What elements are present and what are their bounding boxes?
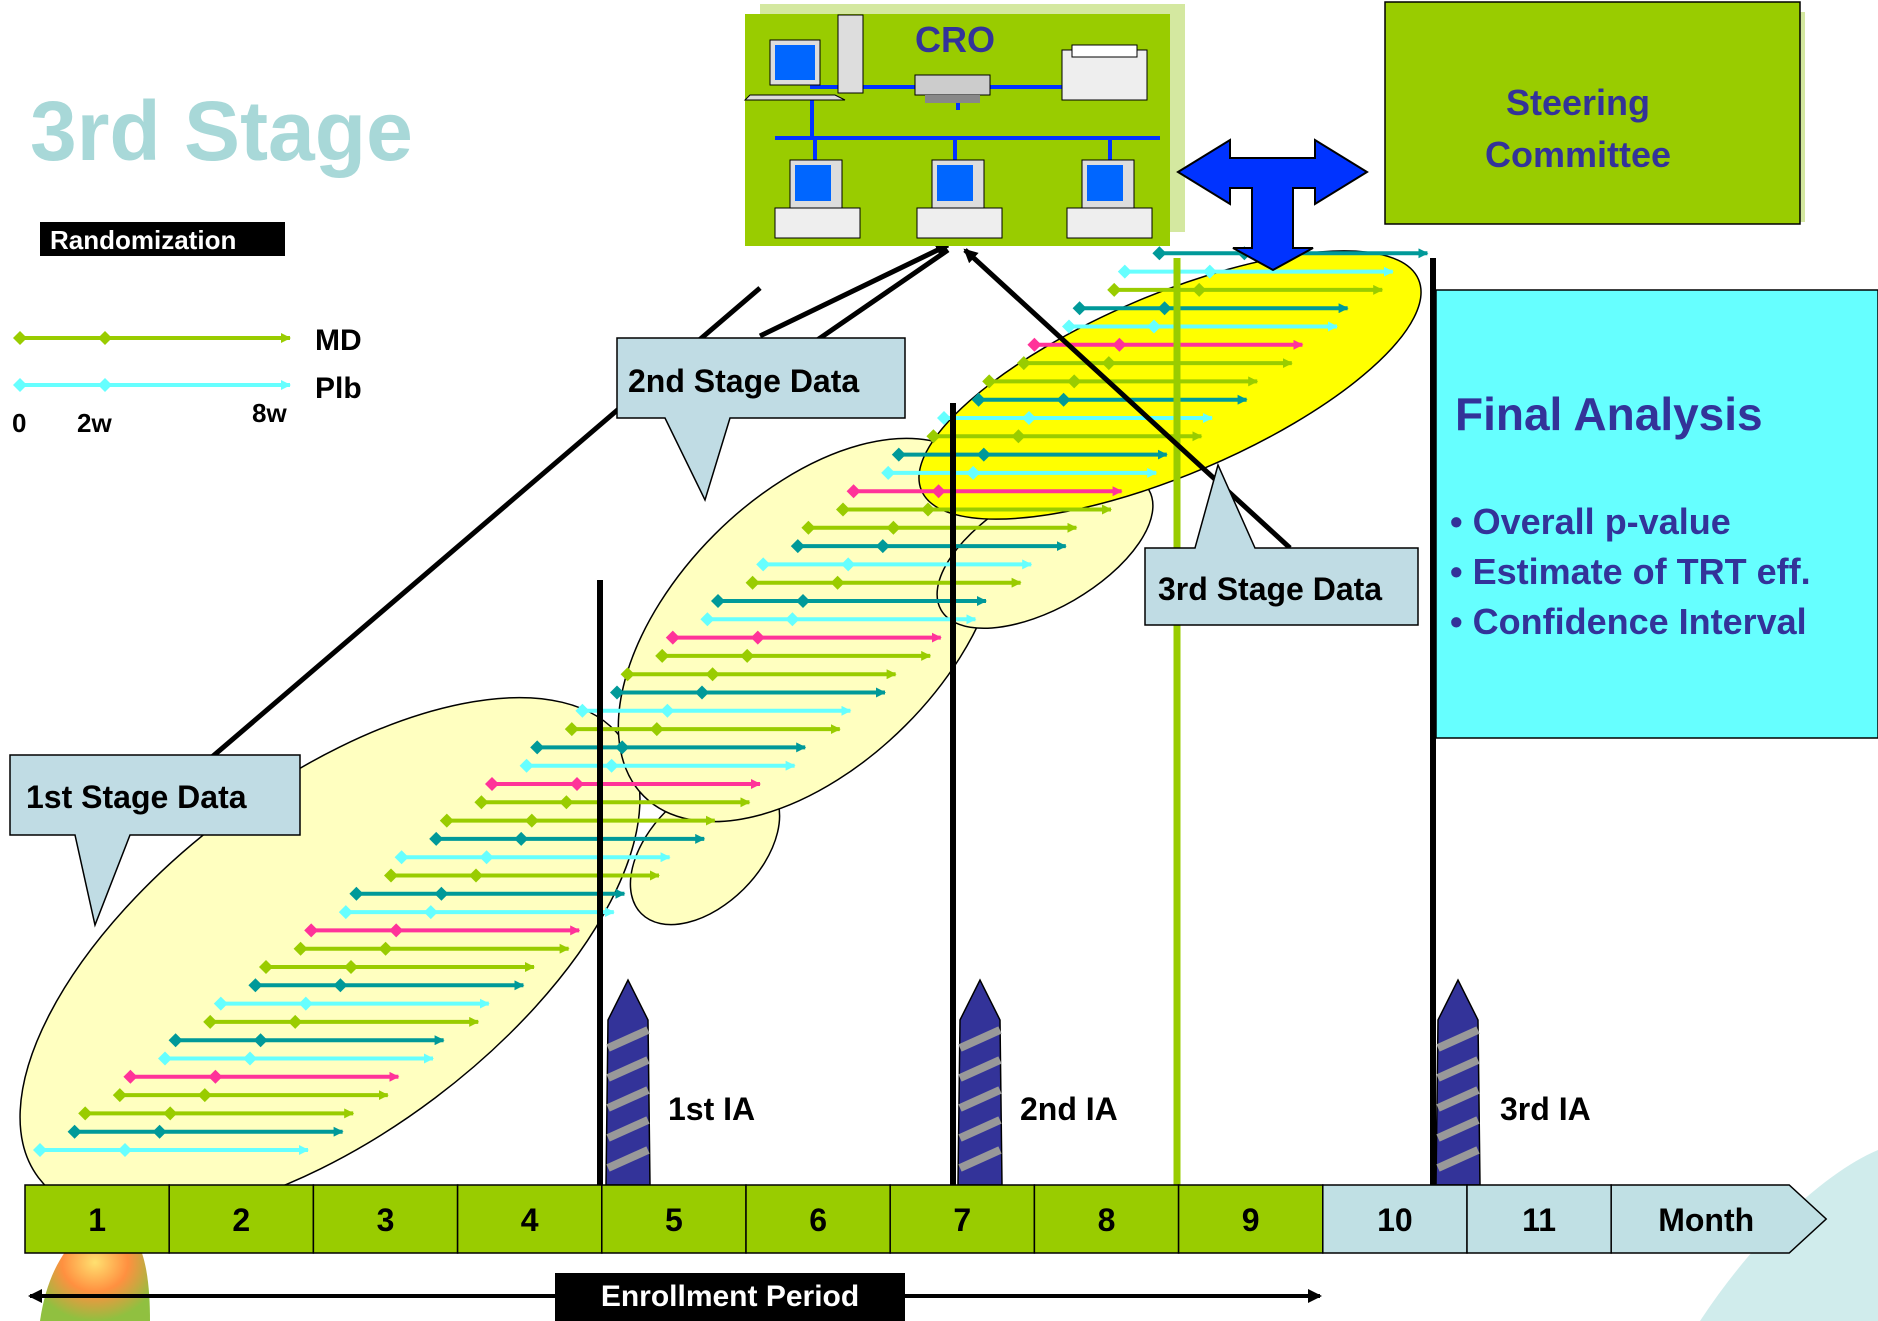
stage2-to-cro-line-a [760,245,948,336]
steering-label-line1: Steering [1506,82,1650,123]
stage2-to-cro-line-b [810,250,948,345]
stage3-data-label: 3rd Stage Data [1158,571,1382,607]
stage1-data-label: 1st Stage Data [26,779,247,815]
randomization-label: Randomization [50,225,236,255]
month-label: 10 [1377,1202,1413,1238]
legend-plb-label: Plb [315,372,362,405]
ia3-screw-icon [1436,980,1480,1185]
visit-marker [1107,283,1121,297]
visit-marker [1027,338,1041,352]
month-unit-label: Month [1658,1202,1754,1238]
steering-committee-box: Steering Committee [1385,2,1805,224]
month-label: 1 [88,1202,106,1238]
cro-box: CRO [745,4,1185,246]
page-title: 3rd Stage [30,84,413,178]
final-bullet-2: • Estimate of TRT eff. [1450,551,1811,592]
month-label: 9 [1242,1202,1260,1238]
ia2-label: 2nd IA [1020,1091,1118,1127]
legend-t0: 0 [12,408,26,438]
ia1-screw-icon [606,980,650,1185]
cro-label: CRO [915,19,995,60]
visit-marker [1118,265,1132,279]
legend-t8: 8w [252,398,287,428]
final-bullet-1: • Overall p-value [1450,501,1731,542]
ia1-label: 1st IA [668,1091,755,1127]
ia3-label: 3rd IA [1500,1091,1591,1127]
legend-t2: 2w [77,408,112,438]
legend-plb-arrow [13,378,290,392]
ia2-screw-icon [958,980,1002,1185]
enrollment-period-label: Enrollment Period [601,1280,859,1313]
month-label: 2 [232,1202,250,1238]
stage3-data-callout: 3rd Stage Data [1145,465,1418,625]
month-label: 5 [665,1202,683,1238]
month-timeline: 1 2 3 4 5 6 7 8 9 10 11 Month [25,1185,1826,1253]
visit-marker [1073,301,1087,315]
visit-marker [1152,246,1166,260]
final-analysis-panel: Final Analysis • Overall p-value • Estim… [1436,290,1878,738]
month-label: 6 [809,1202,827,1238]
network-hub-icon [915,75,990,103]
month-label: 8 [1098,1202,1116,1238]
printer-icon [1062,45,1147,100]
legend-md-arrow [13,331,290,345]
month-label: 11 [1522,1202,1556,1238]
month-label: 3 [377,1202,395,1238]
month-label: 7 [953,1202,971,1238]
final-analysis-title: Final Analysis [1455,388,1763,440]
legend-md-label: MD [315,324,362,357]
final-bullet-3: • Confidence Interval [1450,601,1807,642]
stage2-data-label: 2nd Stage Data [628,363,859,399]
steering-label-line2: Committee [1485,134,1671,175]
month-label: 4 [521,1202,539,1238]
